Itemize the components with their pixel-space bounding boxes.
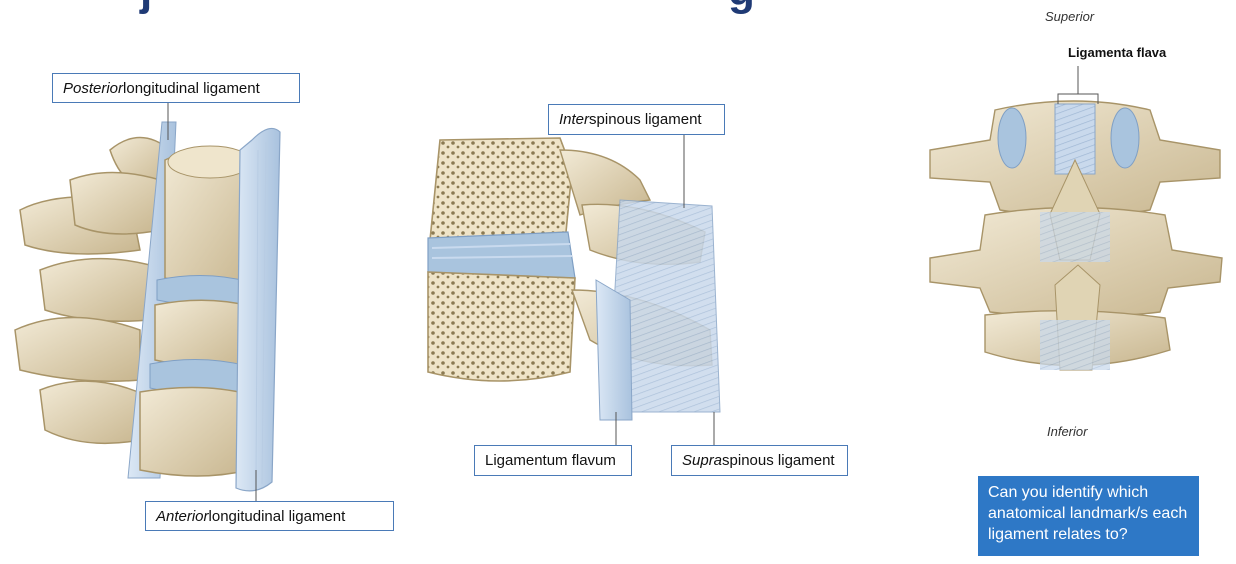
ligamentum-flavum-label: Ligamentum flavum — [474, 445, 632, 476]
label-text: longitudinal ligament — [123, 79, 260, 97]
label-emphasis: Inter — [559, 111, 590, 128]
label-emphasis: Posterior — [63, 79, 124, 97]
label-text: spinous ligament — [589, 111, 702, 128]
left-spine-figure — [14, 100, 281, 502]
label-emphasis: Anterior — [156, 507, 209, 525]
title-fragment-right: g — [728, 0, 755, 16]
middle-spine-figure — [427, 135, 721, 445]
anterior-longitudinal-ligament-label: Anterior longitudinal ligament — [145, 501, 394, 531]
title-fragment-left: j — [140, 0, 152, 16]
right-spine-figure — [929, 66, 1223, 371]
question-box: Can you identify which anatomical landma… — [978, 476, 1199, 556]
superior-label: Superior — [1045, 9, 1095, 24]
posterior-longitudinal-ligament-label: Posterior longitudinal ligament — [52, 73, 300, 103]
label-text: spinous ligament — [722, 452, 835, 469]
label-text: longitudinal ligament — [208, 507, 346, 525]
label-text: Ligamentum flavum — [485, 452, 616, 469]
ligamenta-flava-label: Ligamenta flava — [1068, 45, 1167, 60]
inferior-label: Inferior — [1047, 424, 1088, 439]
label-emphasis: Supra — [682, 452, 723, 469]
